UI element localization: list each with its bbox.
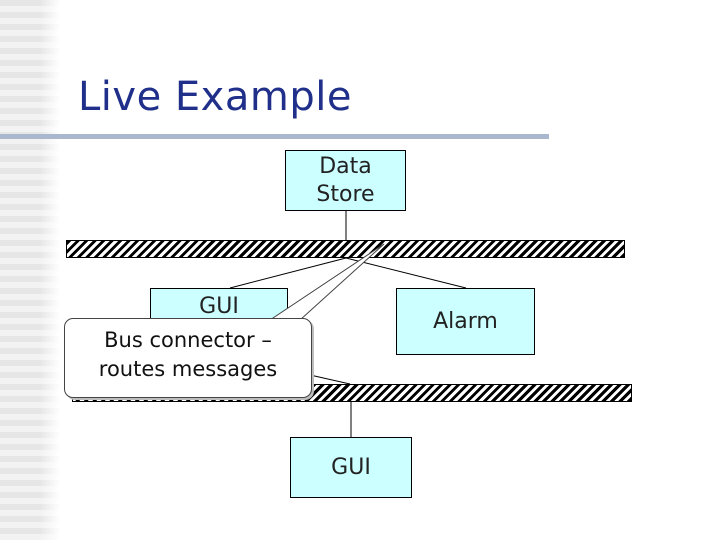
alarm-component: Alarm: [396, 288, 535, 355]
slide-title: Live Example: [78, 74, 352, 120]
data-store-label: Data Store: [316, 153, 375, 207]
callout-text: Bus connector – routes messages: [98, 328, 278, 381]
callout-pointer: [268, 243, 385, 321]
gui-bottom-component: GUI: [290, 437, 412, 498]
data-store-component: Data Store: [285, 150, 406, 211]
upper-bus-connector: [66, 240, 625, 258]
gui-top-label: GUI: [199, 294, 239, 319]
alarm-label: Alarm: [433, 308, 498, 334]
wire-upper-bus-to-alarm: [345, 257, 467, 289]
title-divider: [0, 134, 549, 139]
gui-bottom-label: GUI: [331, 454, 371, 480]
wire-upper-bus-to-gui-top: [229, 257, 347, 289]
callout-bubble: [64, 318, 312, 398]
